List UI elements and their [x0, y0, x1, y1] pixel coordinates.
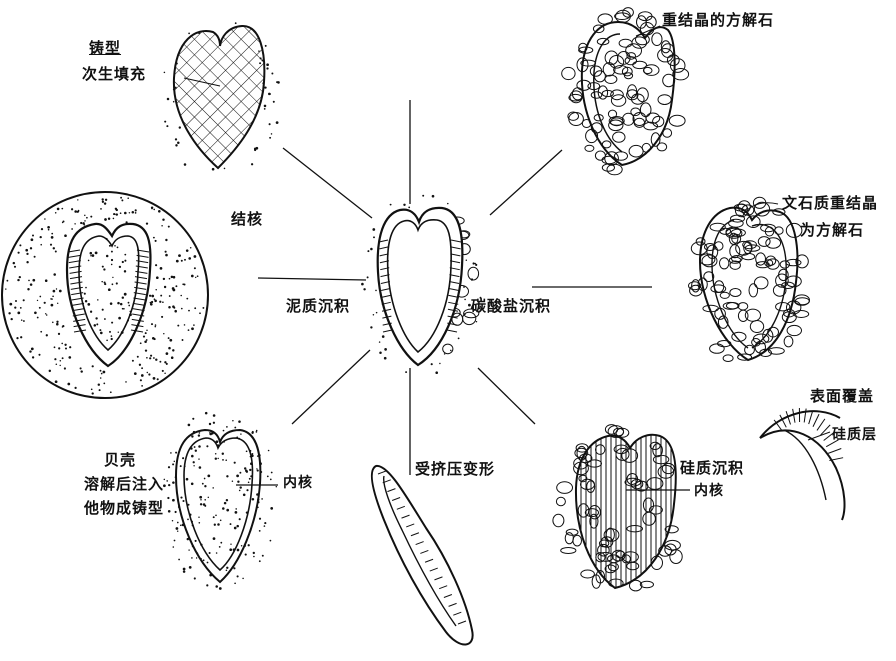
- shell-cast: [163, 412, 278, 590]
- silica-shell: [553, 425, 690, 591]
- center-shell: [361, 195, 481, 374]
- label-aragonite-recrystallized: 文石质重结晶: [782, 193, 878, 213]
- aragonite-shell: [689, 197, 810, 361]
- label-to-calcite: 为方解石: [800, 220, 864, 240]
- label-carbonate-deposition: 碳酸盐沉积: [471, 296, 551, 316]
- compressed-shell: [372, 466, 473, 645]
- label-cast-mold: 他物成铸型: [84, 498, 164, 518]
- nodule-shell: [2, 192, 208, 398]
- label-compression-deformation: 受挤压变形: [415, 459, 495, 479]
- mold-fill-shell: [164, 22, 280, 170]
- label-silica-layer: 硅质层: [832, 425, 877, 445]
- label-mold-title: 铸型: [89, 38, 121, 58]
- label-nodule: 结核: [231, 209, 263, 229]
- label-inner-core-left: 内核: [283, 473, 313, 493]
- label-surface-coating: 表面覆盖: [810, 386, 874, 406]
- label-inner-core-right: 内核: [694, 481, 724, 501]
- label-mud-deposition: 泥质沉积: [286, 296, 350, 316]
- leader-lines: [184, 26, 778, 217]
- label-mold-secondary-fill: 次生填充: [82, 64, 146, 84]
- label-recrystallized-calcite: 重结晶的方解石: [662, 10, 774, 30]
- label-silica-deposition: 硅质沉积: [680, 458, 744, 478]
- recrystallized-shell: [562, 8, 689, 175]
- label-shell: 贝壳: [104, 450, 136, 470]
- label-dissolved-injected: 溶解后注入: [84, 474, 164, 494]
